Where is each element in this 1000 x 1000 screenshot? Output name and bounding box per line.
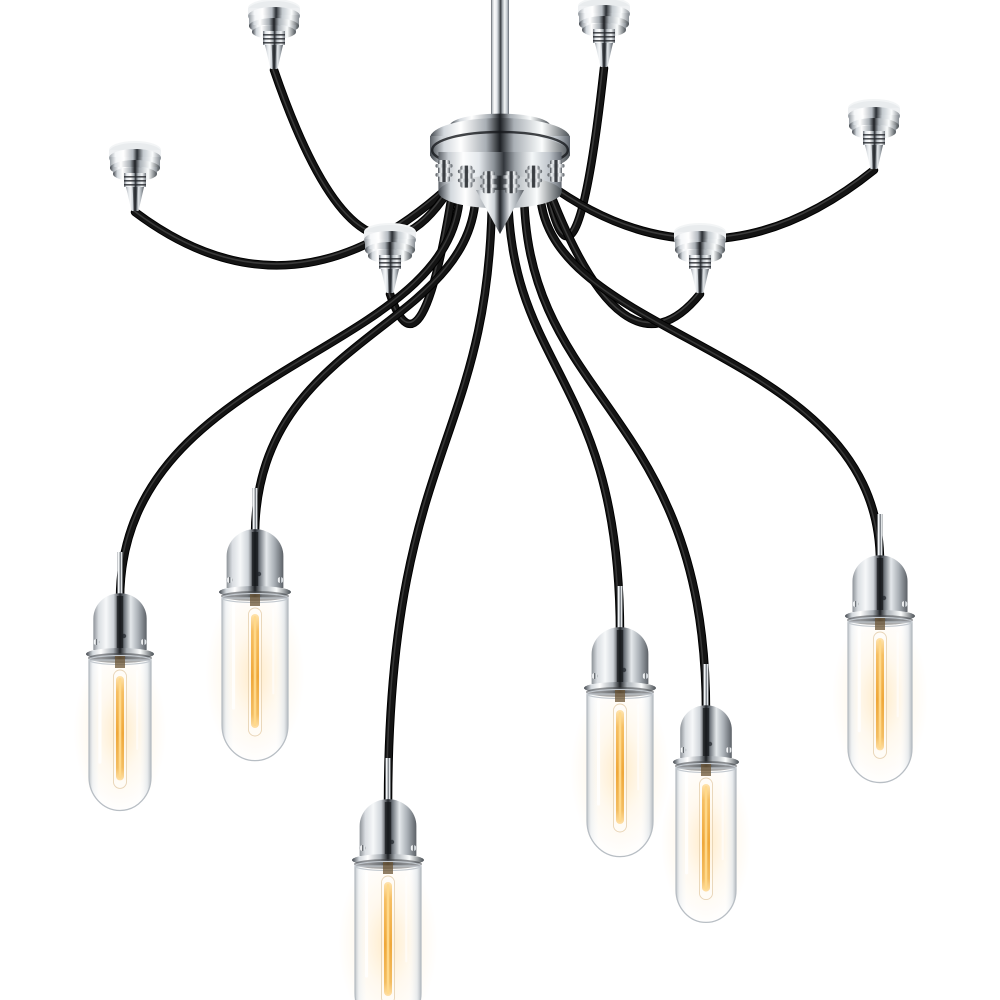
pendant-3-setscrew bbox=[410, 845, 417, 851]
center-canopy bbox=[430, 0, 570, 234]
canopy-cord-clip bbox=[525, 165, 543, 188]
canopy-stem bbox=[491, 0, 509, 128]
pendant-3-stem bbox=[385, 758, 391, 808]
canopy-cord-clip bbox=[547, 160, 565, 182]
canopy-cord-clip bbox=[502, 171, 520, 194]
pendant-5-setscrew bbox=[725, 747, 732, 753]
pendant-3 bbox=[338, 799, 438, 1000]
pendant-2-setscrew bbox=[277, 577, 284, 583]
swag-3 bbox=[541, 63, 609, 241]
swag-cord-group bbox=[130, 63, 879, 329]
pendant-4-cord bbox=[503, 183, 625, 639]
pendant-2-stem bbox=[252, 488, 258, 538]
pendant-4-stem bbox=[617, 586, 623, 636]
pendant-2 bbox=[205, 529, 305, 763]
pendant-1-stem bbox=[117, 552, 123, 602]
pendant-5 bbox=[661, 705, 751, 925]
canopy-cord-clip bbox=[480, 171, 498, 194]
canopy-cord-clip bbox=[435, 160, 453, 182]
pendant-1-setscrew bbox=[140, 639, 147, 645]
swag-1 bbox=[130, 177, 459, 270]
pendant-5-cord bbox=[519, 183, 711, 717]
pendant-5-setscrew bbox=[680, 747, 687, 753]
swag-2 bbox=[269, 65, 459, 241]
pendant-1 bbox=[73, 593, 167, 813]
swag-5 bbox=[541, 177, 705, 329]
pendant-4-setscrew bbox=[642, 673, 649, 679]
pendant-1-setscrew bbox=[93, 639, 100, 645]
drop-cord-group bbox=[115, 183, 885, 811]
canopy-finial bbox=[476, 190, 524, 234]
pendant-group bbox=[73, 529, 928, 1000]
pendant-6-cord bbox=[535, 183, 885, 567]
pendant-5-stem bbox=[703, 664, 709, 714]
pendant-4 bbox=[570, 627, 670, 859]
canopy-group bbox=[430, 0, 570, 234]
pendant-3-cord bbox=[383, 183, 497, 811]
pendant-6-stem bbox=[877, 514, 883, 564]
pendant-6-setscrew bbox=[901, 601, 908, 607]
pendant-4-setscrew bbox=[591, 673, 598, 679]
pendant-3-setscrew bbox=[359, 845, 366, 851]
pendant-2-cord bbox=[250, 183, 481, 541]
pendant-6-setscrew bbox=[852, 601, 859, 607]
canopy-cord-clip bbox=[457, 165, 475, 188]
pendant-2-setscrew bbox=[226, 577, 233, 583]
pendant-6 bbox=[832, 555, 928, 785]
pendant-1-cord bbox=[115, 183, 465, 605]
